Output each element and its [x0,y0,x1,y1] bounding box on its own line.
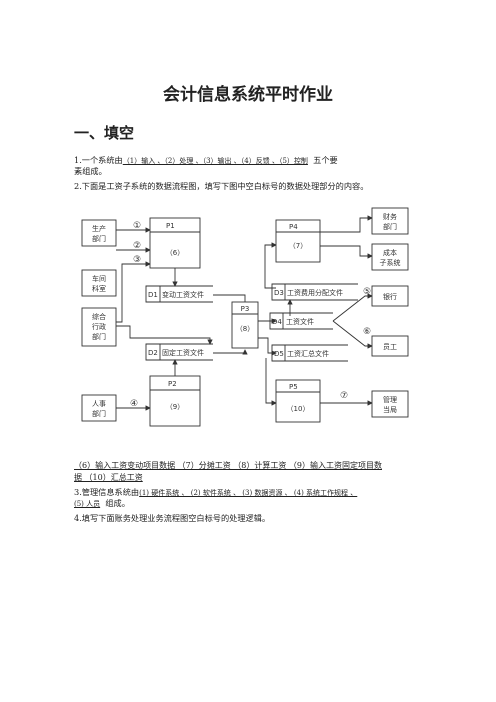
store-d4: D4 工资文件 [269,312,333,330]
entity-workshop: 车间 科室 [81,269,117,297]
process-p4: P4 （7） [275,219,321,263]
svg-text:管理: 管理 [383,395,397,404]
dataflow-diagram: 生产 部门 车间 科室 综合 行政 部门 人事 部门 财务 部门 成本 子系统 … [81,207,409,427]
q1-suffix: 五个要 [313,155,338,165]
svg-text:（6）: （6） [166,249,184,257]
svg-text:行政: 行政 [92,322,106,331]
svg-text:（7）: （7） [289,242,307,250]
answers-line-2: 据 （10）汇总工资 [74,473,143,482]
svg-text:D5: D5 [274,350,284,358]
svg-text:P1: P1 [166,222,175,230]
q3-line2: (5) 人员 组成。 [74,498,130,510]
svg-text:P2: P2 [168,380,177,388]
process-p3: P3 （8） [231,301,259,349]
q3-answer-2: (5) 人员 [74,500,101,508]
svg-text:P3: P3 [241,305,250,313]
svg-text:子系统: 子系统 [380,258,401,267]
svg-text:生产: 生产 [92,224,106,233]
process-p5: P5 （10） [275,379,321,423]
flow-label-3: ③ [133,255,141,265]
entity-bank: 银行 [371,285,409,307]
flow-label-2: ② [133,241,141,251]
svg-text:科室: 科室 [92,284,106,293]
svg-text:车间: 车间 [92,274,106,283]
svg-text:部门: 部门 [92,234,106,243]
svg-text:员工: 员工 [383,343,397,351]
svg-text:工资文件: 工资文件 [286,317,314,326]
flow-label-7: ⑦ [340,391,348,401]
entity-prod: 生产 部门 [81,219,117,247]
q3-answer: (1) 硬件系统 、 (2) 软件系统 、 (3) 数据资源 、 (4) 系统工… [139,489,358,497]
question-4: 4.填写下面账务处理业务流程图空白标号的处理逻辑。 [74,513,271,523]
entity-mgmt: 管理 当局 [371,390,409,418]
svg-text:（10）: （10） [287,405,310,413]
svg-text:综合: 综合 [92,312,106,321]
svg-text:（8）: （8） [236,325,254,333]
svg-text:D1: D1 [148,291,158,299]
flow-label-5: ⑤ [363,287,371,297]
q3-suffix: 组成。 [105,498,130,508]
flow-label-4: ④ [130,399,138,409]
entity-staff: 员工 [371,335,409,357]
svg-text:部门: 部门 [92,409,106,418]
question-2: 2.下面是工资子系统的数据流程图，填写下图中空白标号的数据处理部分的内容。 [74,181,369,191]
entity-admin: 综合 行政 部门 [81,307,117,347]
entity-cost: 成本 子系统 [371,243,409,271]
svg-text:（9）: （9） [166,403,184,411]
svg-text:成本: 成本 [383,248,397,257]
svg-text:P4: P4 [289,223,298,231]
flow-label-1: ① [133,221,141,231]
svg-text:P5: P5 [289,383,298,391]
store-d2: D2 固定工资文件 [145,343,213,361]
svg-text:银行: 银行 [383,292,397,301]
section-heading: 一、填空 [74,124,135,142]
svg-text:工资汇总文件: 工资汇总文件 [287,349,329,358]
question-1: 1.一个系统由（1）输入 、（2）处理 、（3）输出 、（4）反馈 、（5）控制… [74,155,338,167]
process-p1: P1 （6） [149,217,201,269]
entity-finance: 财务 部门 [371,207,409,235]
svg-text:固定工资文件: 固定工资文件 [162,348,204,357]
q1-line2: 素组成。 [74,166,107,176]
store-d5: D5 工资汇总文件 [271,344,348,362]
store-d3: D3 工资费用分配文件 [271,283,358,301]
document-title: 会计信息系统平时作业 [163,85,333,105]
q1-answer: （1）输入 、（2）处理 、（3）输出 、（4）反馈 、（5）控制 [122,157,308,165]
process-p2: P2 （9） [149,375,201,427]
q1-prefix: 1.一个系统由 [74,155,123,165]
svg-text:工资费用分配文件: 工资费用分配文件 [287,288,343,297]
flow-label-6: ⑥ [363,327,371,337]
svg-text:财务: 财务 [383,212,397,221]
svg-text:人事: 人事 [92,399,106,408]
svg-text:D3: D3 [274,289,284,297]
svg-text:当局: 当局 [383,405,397,414]
svg-text:D2: D2 [148,349,158,357]
store-d1: D1 变动工资文件 [145,285,213,303]
svg-text:变动工资文件: 变动工资文件 [162,290,204,299]
q3-prefix: 3.管理信息系统由 [74,487,140,497]
question-3: 3.管理信息系统由(1) 硬件系统 、 (2) 软件系统 、 (3) 数据资源 … [74,487,357,499]
svg-text:D4: D4 [272,318,282,326]
answers-line-1: （6）输入工资变动项目数据 （7）分摊工资 （8）计算工资 （9）输入工资固定项… [74,461,382,470]
svg-text:部门: 部门 [383,222,397,231]
svg-text:部门: 部门 [92,332,106,341]
entity-hr: 人事 部门 [81,394,117,422]
